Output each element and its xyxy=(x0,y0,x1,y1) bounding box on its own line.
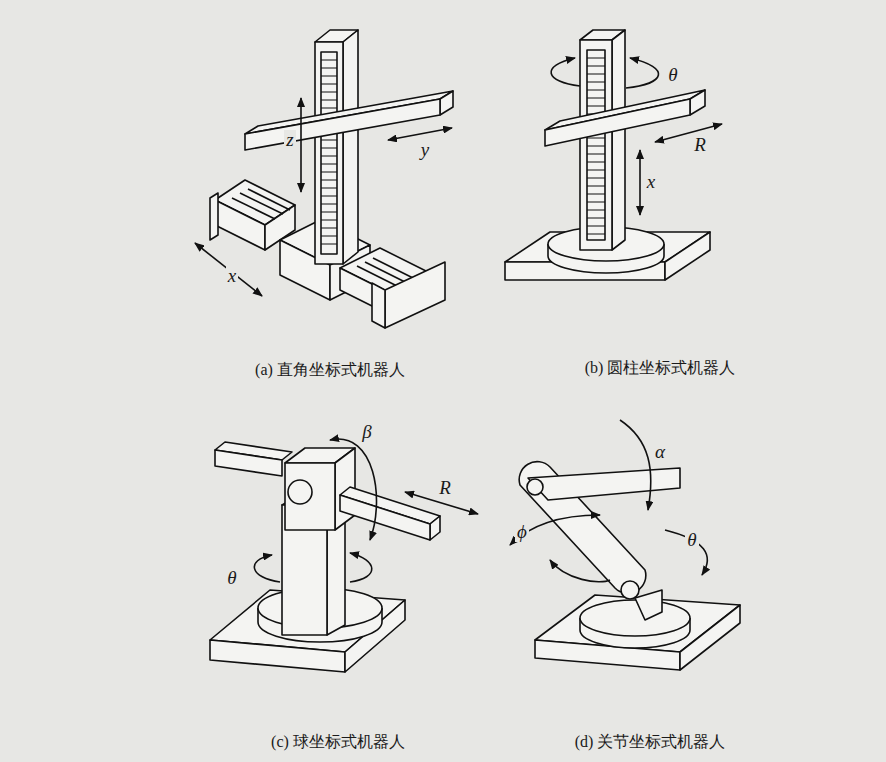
cylindrical-robot xyxy=(505,30,722,280)
axis-label: x xyxy=(226,266,238,287)
axis-label: α xyxy=(653,442,667,463)
figure-caption: (a) 直角坐标式机器人 xyxy=(253,361,407,379)
axis-label: θ xyxy=(666,65,679,86)
figure-caption: (c) 球坐标式机器人 xyxy=(269,733,407,751)
articulated-robot xyxy=(510,420,740,670)
cartesian-robot xyxy=(195,30,453,328)
axis-label: y xyxy=(419,140,431,161)
spherical-robot xyxy=(210,439,478,672)
axis-label: z xyxy=(284,130,295,151)
axis-label: x xyxy=(645,172,657,193)
figure-caption: (b) 圆柱坐标式机器人 xyxy=(583,359,738,377)
figure-caption: (d) 关节坐标式机器人 xyxy=(573,733,728,751)
axis-label: R xyxy=(692,135,708,156)
axis-label: β xyxy=(360,422,373,443)
axis-label: R xyxy=(437,478,453,499)
axis-label: ϕ xyxy=(515,522,529,543)
axis-label: θ xyxy=(685,530,698,551)
axis-label: θ xyxy=(225,568,238,589)
